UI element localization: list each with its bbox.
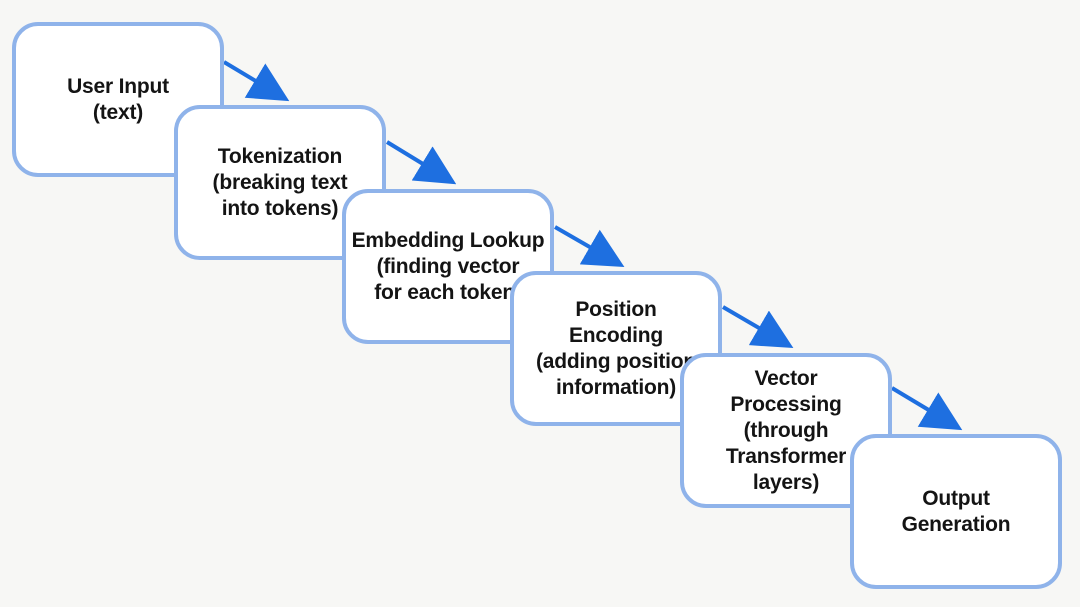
step-label: Position Encoding (adding position infor… [535,297,697,399]
arrow-4 [721,305,794,349]
arrow-2 [385,140,457,185]
arrow-5 [890,386,963,431]
step-user-input: User Input (text) [12,22,224,177]
step-embedding-lookup: Embedding Lookup (finding vector for eac… [342,189,554,344]
arrow-1 [222,60,290,102]
step-label: Tokenization (breaking text into tokens) [212,144,348,220]
step-label: Embedding Lookup (finding vector for eac… [351,228,545,304]
step-label: Vector Processing (through Transformer l… [725,366,847,494]
step-label: User Input (text) [67,74,169,124]
step-output-generation: Output Generation [850,434,1062,589]
step-label: Output Generation [901,486,1011,536]
step-tokenization: Tokenization (breaking text into tokens) [174,105,386,260]
arrow-3 [554,225,625,267]
